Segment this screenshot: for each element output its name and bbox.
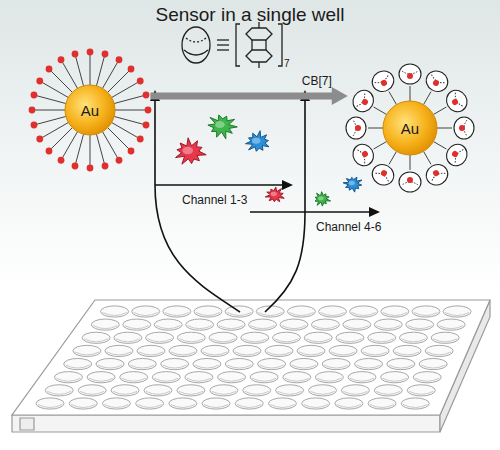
subscript-number: 7: [284, 58, 290, 69]
nanoparticle: Au: [28, 48, 152, 172]
axes: [155, 98, 372, 312]
nanoparticle: Au: [340, 58, 480, 198]
well-plate: [12, 300, 490, 432]
cb7-symbol: [182, 22, 282, 68]
element-label: Au: [81, 102, 99, 119]
arrowheads: [150, 90, 380, 217]
background: [0, 0, 500, 290]
channel-label: Channel 1-3: [182, 193, 247, 207]
title: Sensor in a single well: [0, 4, 500, 26]
reaction-arrow: [150, 87, 347, 105]
wells: [36, 306, 471, 409]
element-label: Au: [401, 120, 419, 137]
nanoparticles: [29, 49, 474, 192]
edge-label: CB[7]: [302, 74, 332, 88]
channel-label: Channel 4-6: [316, 220, 381, 234]
proteins: [176, 115, 362, 206]
